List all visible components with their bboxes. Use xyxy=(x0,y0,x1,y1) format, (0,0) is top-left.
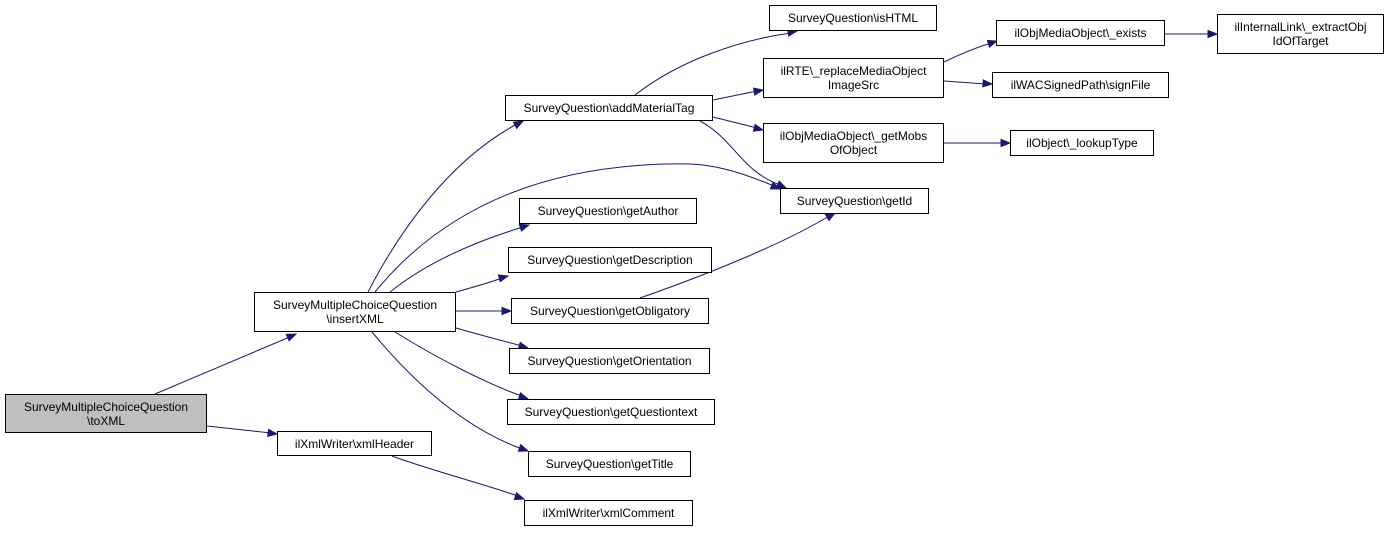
node-surveyquestion-getdescription[interactable]: SurveyQuestion\getDescription xyxy=(508,247,712,273)
node-label: SurveyQuestion\getQuestiontext xyxy=(524,405,698,419)
node-label-line-1: ilRTE\_replaceMediaObject xyxy=(780,64,927,78)
edge-insertXML-to-getQuestiontext xyxy=(394,331,530,401)
node-label: ilXmlWriter\xmlHeader xyxy=(294,436,415,451)
node-label: SurveyQuestion\getDescription xyxy=(527,253,693,267)
node-ilwacsignedpath-signfile[interactable]: ilWACSignedPath\signFile xyxy=(992,72,1169,98)
arrowhead xyxy=(501,306,513,316)
node-label-line-2: IdOfTarget xyxy=(1272,34,1329,48)
edge-insertXML-to-addMaterialTag xyxy=(367,120,525,293)
edge-line xyxy=(206,425,272,434)
edge-line xyxy=(394,331,523,397)
node-label-line-1: ilInternalLink\_extractObj xyxy=(1234,20,1367,34)
node-surveyquestion-ishtml[interactable]: SurveyQuestion\isHTML xyxy=(769,5,937,31)
edge-line xyxy=(943,42,993,63)
node-surveyquestion-addmaterialtag[interactable]: SurveyQuestion\addMaterialTag xyxy=(505,95,713,121)
arrowhead xyxy=(285,333,298,342)
node-label: SurveyQuestion\getId xyxy=(796,194,913,208)
arrowhead xyxy=(1207,29,1219,39)
arrowhead xyxy=(775,180,788,189)
node-label-line-1: SurveyMultipleChoiceQuestion xyxy=(272,298,438,312)
arrowhead xyxy=(518,223,531,232)
edge-replaceMediaObjectImageSrc-to-exists xyxy=(943,39,999,63)
edge-insertXML-to-getObligatory xyxy=(456,306,513,316)
node-label: SurveyQuestion\getObligatory xyxy=(529,304,691,318)
node-survey-multiple-choice-question-toxml: SurveyMultipleChoiceQuestion \toXML xyxy=(5,394,207,433)
arrowhead xyxy=(986,39,999,48)
node-label-line-2: OfObject xyxy=(829,143,878,157)
edge-addMaterialTag-to-replaceMediaObjectImageSrc xyxy=(712,87,765,101)
edge-insertXML-to-getDescription xyxy=(455,274,510,293)
node-label-line-2: \insertXML xyxy=(326,312,384,326)
node-label: SurveyQuestion\getAuthor xyxy=(537,204,679,218)
edge-line xyxy=(634,32,792,96)
edge-line xyxy=(154,335,293,395)
arrowhead xyxy=(752,87,765,96)
arrowhead xyxy=(824,212,837,222)
edge-toXML-to-xmlHeader xyxy=(206,425,279,438)
edge-exists-to-extractObjIdOfTarget xyxy=(1165,29,1219,39)
node-label-line-2: ImageSrc xyxy=(827,78,880,92)
node-ilobjmediaobject-exists[interactable]: ilObjMediaObject\_exists xyxy=(996,20,1165,46)
edge-line xyxy=(391,455,519,497)
edge-line xyxy=(367,123,518,293)
edge-line xyxy=(455,327,523,347)
node-ilrte-replacemediaobjectimagesrc[interactable]: ilRTE\_replaceMediaObject ImageSrc xyxy=(763,58,944,98)
node-ilinternallink-extractobjidoftarget[interactable]: ilInternalLink\_extractObj IdOfTarget xyxy=(1217,14,1384,54)
edge-line xyxy=(455,277,503,293)
node-surveyquestion-gettitle[interactable]: SurveyQuestion\getTitle xyxy=(528,451,691,477)
node-surveyquestion-getauthor[interactable]: SurveyQuestion\getAuthor xyxy=(519,198,697,224)
edge-insertXML-to-getOrientation xyxy=(455,327,530,350)
edge-line xyxy=(699,120,781,186)
node-label: ilWACSignedPath\signFile xyxy=(1010,78,1151,92)
edge-addMaterialTag-to-getMobsOfObject xyxy=(712,116,765,132)
node-surveyquestion-getobligatory[interactable]: SurveyQuestion\getObligatory xyxy=(511,298,709,324)
edge-insertXML-to-getTitle xyxy=(371,331,530,452)
edge-line xyxy=(389,226,524,293)
node-label: ilObject\_lookupType xyxy=(1026,136,1138,150)
edge-addMaterialTag-to-getId xyxy=(699,120,788,189)
node-surveyquestion-getid[interactable]: SurveyQuestion\getId xyxy=(780,188,929,214)
arrowhead xyxy=(517,443,530,452)
node-label: ilXmlWriter\xmlComment xyxy=(542,506,675,520)
arrowhead xyxy=(513,492,526,501)
edge-line xyxy=(374,163,775,293)
edge-xmlHeader-to-xmlComment xyxy=(391,455,526,501)
edge-line xyxy=(943,80,987,85)
edge-getMobsOfObject-to-lookupType xyxy=(944,138,1012,148)
node-label-line-1: ilObjMediaObject\_getMobs xyxy=(779,129,928,143)
edge-insertXML-to-getAuthor xyxy=(389,223,531,293)
node-label-line-1: SurveyMultipleChoiceQuestion xyxy=(23,399,189,414)
node-survey-multiple-choice-question-insertxml[interactable]: SurveyMultipleChoiceQuestion \insertXML xyxy=(254,292,456,332)
arrowhead xyxy=(497,274,510,283)
node-ilxmlwriter-xmlheader[interactable]: ilXmlWriter\xmlHeader xyxy=(277,431,432,456)
node-label: SurveyQuestion\getOrientation xyxy=(527,354,692,368)
edge-replaceMediaObjectImageSrc-to-signFile xyxy=(943,79,994,88)
edge-line xyxy=(639,215,830,299)
node-surveyquestion-getquestiontext[interactable]: SurveyQuestion\getQuestiontext xyxy=(507,399,715,425)
node-ilobject-lookuptype[interactable]: ilObject\_lookupType xyxy=(1010,130,1154,156)
arrowhead xyxy=(267,428,279,438)
arrowhead xyxy=(512,120,525,130)
node-label-line-2: \toXML xyxy=(86,413,125,428)
arrowhead xyxy=(982,79,994,88)
edge-line xyxy=(371,331,523,450)
arrowhead xyxy=(752,123,765,132)
node-label: ilObjMediaObject\_exists xyxy=(1014,26,1147,40)
node-label: SurveyQuestion\addMaterialTag xyxy=(523,101,695,115)
node-label: SurveyQuestion\getTitle xyxy=(545,457,674,471)
node-label: SurveyQuestion\isHTML xyxy=(787,11,919,25)
edge-line xyxy=(712,90,758,101)
edge-toXML-to-insertXML xyxy=(154,333,298,395)
node-ilobjmediaobject-getmobsofobject[interactable]: ilObjMediaObject\_getMobs OfObject xyxy=(763,123,944,163)
edge-line xyxy=(712,116,758,129)
node-ilxmlwriter-xmlcomment[interactable]: ilXmlWriter\xmlComment xyxy=(524,500,693,526)
node-surveyquestion-getorientation[interactable]: SurveyQuestion\getOrientation xyxy=(509,348,710,374)
arrowhead xyxy=(1000,138,1012,148)
